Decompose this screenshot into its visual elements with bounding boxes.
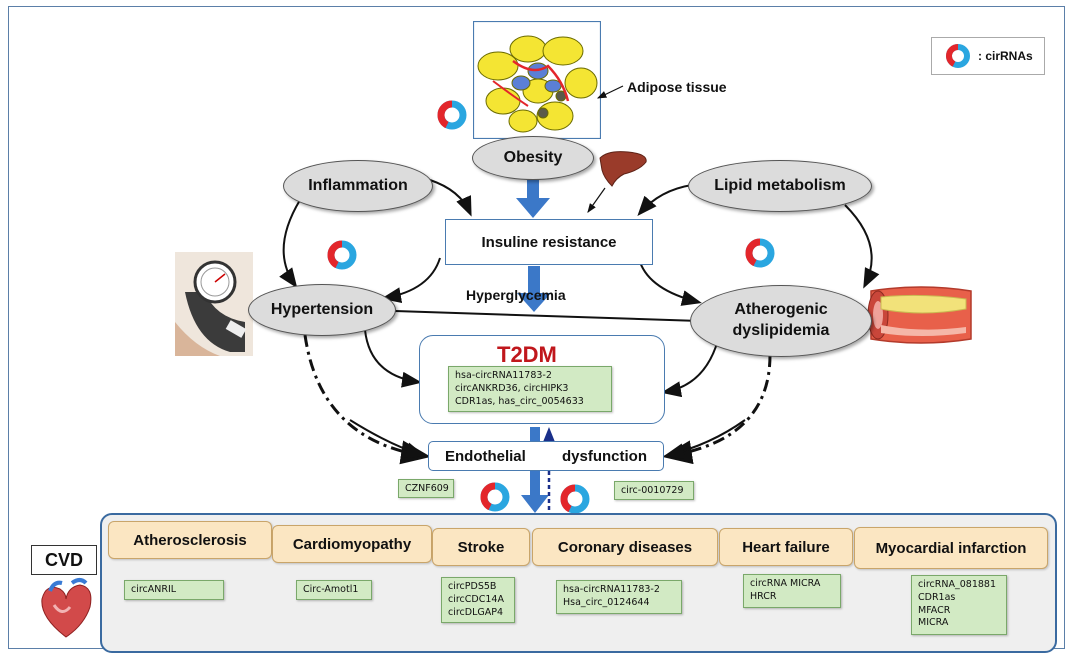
arrow-atherogenic-t2dm [661,339,719,398]
disease-name: Stroke [457,538,505,556]
arrow-side-right [664,419,746,460]
obesity-node: Obesity [472,136,594,180]
cvd-label: CVD [31,545,97,575]
disease-circrna-item: circANRIL [131,584,177,595]
arrow-lipid-insulin [637,184,693,217]
disease-circrna-item: circRNA_081881 [918,579,997,590]
blue-arrow-obesity-insulin [516,176,550,218]
disease-circrna-list: circANRIL [124,580,224,600]
adipose-tissue-label: Adipose tissue [627,79,727,95]
disease-heart-failure: Heart failure [719,528,853,566]
adipose-tissue-image [472,20,602,140]
endothelial-circrna-right: circ-0010729 [614,481,694,500]
arrow-side-left [349,419,426,458]
atherogenic-dyslipidemia-label: Atherogenic dyslipidemia [732,301,830,339]
disease-coronary: Coronary diseases [532,528,718,566]
atherogenic-dyslipidemia-node: Atherogenic dyslipidemia [690,285,872,357]
arrow-liver-insulin [587,187,606,213]
disease-circrna-item: circRNA MICRA [750,578,821,589]
blood-pressure-cuff-image [175,252,253,356]
lipid-metabolism-node: Lipid metabolism [688,160,872,212]
circrna-ring-icon-hypertension [327,240,357,270]
disease-circrna-item: circCDC14A [448,593,504,605]
artery-plaque-image [867,286,972,344]
insulin-resistance-box: Insuline resistance [445,219,653,265]
disease-myocardial-infarction: Myocardial infarction [854,527,1048,569]
disease-name: Coronary diseases [557,538,693,556]
endothelial-circrna-item: CZNF609 [405,483,449,494]
endothelial-dysfunction-box: Endothelial dysfunction [428,441,664,471]
t2dm-title: T2DM [497,342,557,367]
endothelial-circrna-left: CZNF609 [398,479,454,498]
disease-circrna-item: MFACR [918,604,951,616]
circrna-ring-icon-circ0010729 [560,484,590,514]
disease-cardiomyopathy: Cardiomyopathy [272,525,432,563]
endothelial-circrna-item: circ-0010729 [621,485,684,496]
t2dm-circrna-item: CDR1as, has_circ_0054633 [455,395,584,407]
disease-name: Myocardial infarction [875,539,1027,557]
disease-circrna-item: Hsa_circ_0124644 [563,596,650,608]
disease-name: Heart failure [742,538,830,556]
heart-image [41,578,92,638]
circrna-ring-icon-obesity [437,100,467,130]
arrow-hypertension-t2dm [364,329,422,388]
legend-label: : cirRNAs [978,49,1033,63]
legend: : cirRNAs [931,37,1045,75]
arrow-insulin-atherogenic [639,261,702,306]
disease-circrna-item: Circ-Amotl1 [303,584,359,595]
t2dm-circrna-item: hsa-circRNA11783-2 [455,370,552,381]
disease-circrna-item: hsa-circRNA11783-2 [563,584,660,595]
disease-circrna-item: circPDS5B [448,581,497,592]
disease-circrna-item: circDLGAP4 [448,606,504,618]
arrow-atherogenic-endothelial [662,354,772,465]
arrow-hypertension-endothelial [303,334,431,465]
disease-circrna-list: circRNA_081881 CDR1as MFACR MICRA [911,575,1007,635]
endothelial-dysfunction-label: Endothelial dysfunction [444,447,647,465]
legend-ring-icon [945,44,970,68]
disease-name: Atherosclerosis [133,531,247,549]
disease-circrna-list: Circ-Amotl1 [296,580,372,600]
obesity-label: Obesity [503,149,563,166]
line-hypertension-atherogenic [394,310,701,322]
hyperglycemia-label: Hyperglycemia [466,287,566,303]
disease-stroke: Stroke [432,528,530,566]
disease-circrna-item: HRCR [750,590,777,602]
t2dm-circrna-item: circANKRD36, circHIPK3 [455,382,569,394]
arrow-inflammation-hypertension [279,199,301,289]
inflammation-label: Inflammation [308,177,408,194]
arrow-lipid-atherogenic [844,204,880,289]
t2dm-circrna-list: hsa-circRNA11783-2 circANKRD36, circHIPK… [448,366,612,412]
insulin-resistance-label: Insuline resistance [481,233,617,251]
arrow-inflammation-insulin [429,179,472,217]
liver-icon [599,151,647,187]
inflammation-node: Inflammation [283,160,433,212]
lipid-metabolism-label: Lipid metabolism [714,177,846,194]
disease-circrna-list: hsa-circRNA11783-2 Hsa_circ_0124644 [556,580,682,614]
hypertension-node: Hypertension [248,284,396,336]
hypertension-label: Hypertension [270,301,374,318]
disease-circrna-item: CDR1as [918,591,956,603]
circrna-ring-icon-atherogenic [745,238,775,268]
arrow-insulin-hypertension [381,257,441,304]
disease-atherosclerosis: Atherosclerosis [108,521,272,559]
disease-circrna-list: circRNA MICRA HRCR [743,574,841,608]
blue-arrow-insulin-t2dm [517,266,551,312]
disease-circrna-item: MICRA [918,617,949,629]
disease-circrna-list: circPDS5B circCDC14A circDLGAP4 [441,577,515,623]
disease-name: Cardiomyopathy [292,535,412,553]
circrna-ring-icon-czn [480,482,510,512]
